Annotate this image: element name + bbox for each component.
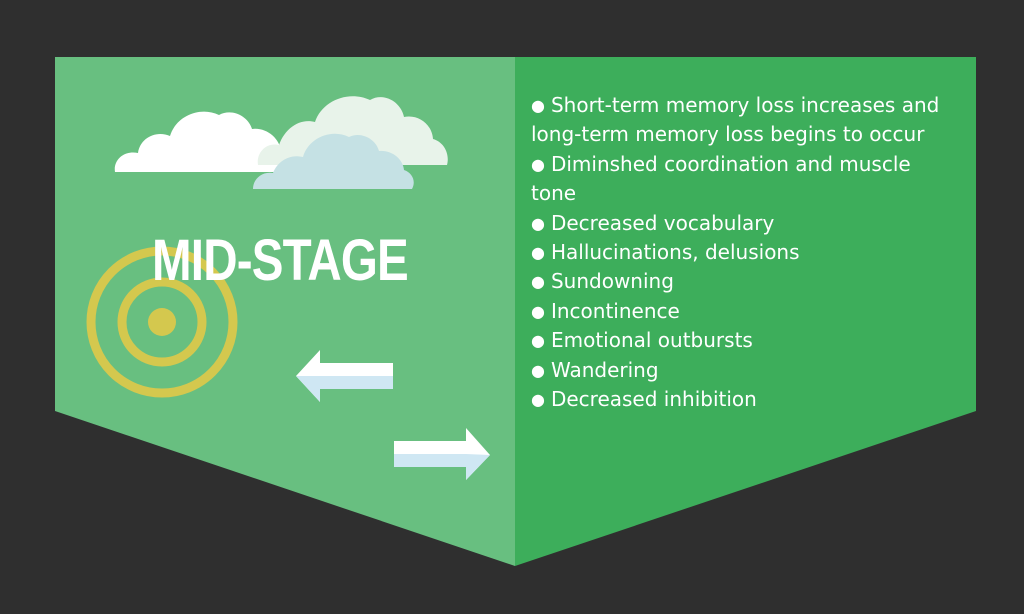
- bullet-icon: ●: [531, 301, 545, 321]
- list-item: ●Hallucinations, delusions: [531, 240, 800, 265]
- list-item: ●Decreased vocabulary: [531, 210, 775, 235]
- bullet-icon: ●: [531, 96, 545, 115]
- cloud-icon: [114, 111, 295, 172]
- list-item: ●Decreased inhibition: [531, 387, 757, 412]
- bullet-icon: ●: [531, 360, 545, 380]
- list-item: ●Wandering: [531, 357, 659, 382]
- bullet-icon: ●: [531, 331, 545, 351]
- bullet-icon: ●: [531, 213, 545, 233]
- bullet-icon: ●: [531, 243, 545, 263]
- cloud-icon: [257, 96, 448, 165]
- target-icon: [86, 246, 238, 398]
- bullet-icon: ●: [531, 272, 545, 292]
- bullet-icon: ●: [531, 390, 545, 410]
- list-item: ●Diminshed coordination and muscle tone: [531, 151, 911, 206]
- banner-right-panel: [515, 57, 976, 566]
- bullet-icon: ●: [531, 154, 545, 174]
- list-item: ●Sundowning: [531, 269, 674, 294]
- symptom-list: ●Short-term memory loss increases and lo…: [531, 91, 961, 414]
- list-item: ●Emotional outbursts: [531, 328, 753, 353]
- cloud-icon: [253, 133, 414, 189]
- arrow-left-icon: [296, 350, 393, 402]
- list-item: ●Incontinence: [531, 298, 680, 323]
- stage-title: MID-STAGE: [152, 228, 409, 293]
- arrow-right-icon: [394, 428, 490, 480]
- list-item: ●Short-term memory loss increases and lo…: [531, 93, 940, 147]
